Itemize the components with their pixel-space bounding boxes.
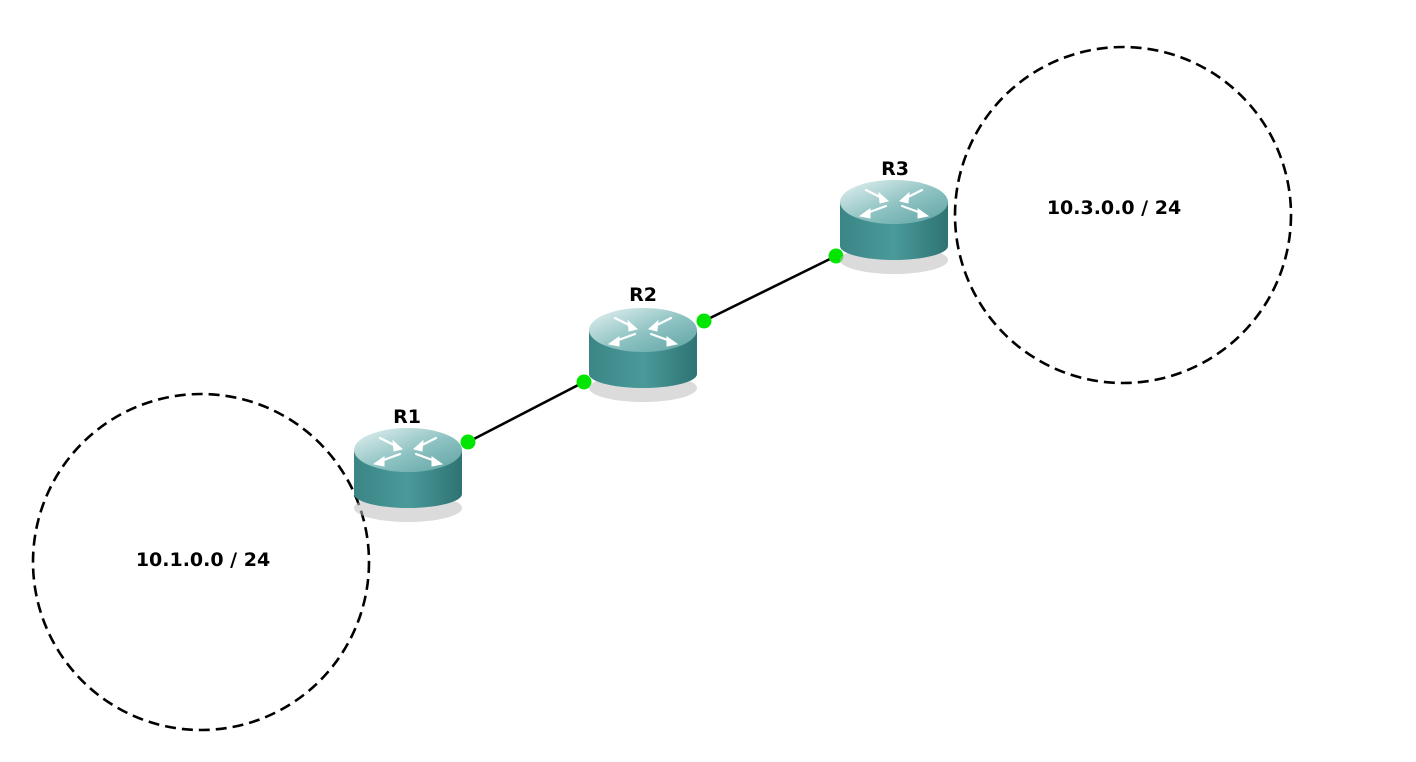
router-icon — [352, 426, 464, 524]
link-r1-r2[interactable] — [460, 374, 592, 450]
router-r3[interactable]: R3 — [838, 158, 950, 276]
network-label: 10.3.0.0 / 24 — [1047, 197, 1181, 219]
network-10-3[interactable]: 10.3.0.0 / 24 — [953, 45, 1293, 385]
router-r2[interactable]: R2 — [587, 284, 699, 404]
router-icon — [838, 178, 950, 276]
link-status-dot — [828, 248, 844, 264]
network-10-1[interactable]: 10.1.0.0 / 24 — [31, 392, 371, 732]
link-status-dot — [460, 434, 476, 450]
router-r1[interactable]: R1 — [352, 406, 464, 524]
network-outline — [31, 392, 371, 732]
link-r2-r3[interactable] — [696, 248, 844, 329]
router-label: R3 — [881, 158, 909, 180]
network-outline — [953, 45, 1293, 385]
link-line — [467, 380, 585, 444]
link-status-dot — [576, 374, 592, 390]
link-line — [703, 254, 837, 323]
router-icon — [587, 306, 699, 404]
link-status-dot — [696, 313, 712, 329]
router-label: R1 — [393, 406, 421, 428]
network-label: 10.1.0.0 / 24 — [136, 549, 270, 571]
router-label: R2 — [629, 284, 657, 306]
